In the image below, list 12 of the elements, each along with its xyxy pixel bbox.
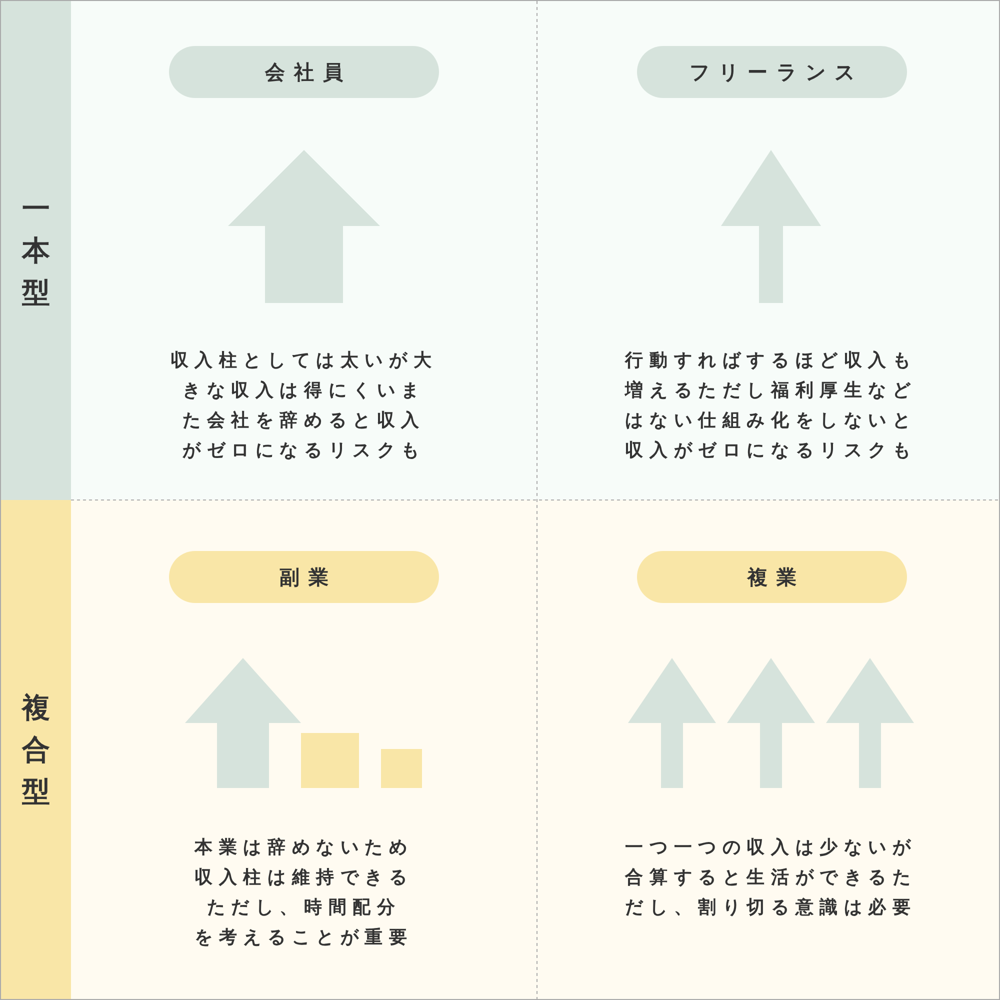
- description-text: 収入柱としては太いが大きな収入は得にくいまた会社を辞めると収入がゼロになるリスクも: [169, 349, 439, 463]
- description-text: 一つ一つの収入は少ないが合算すると生活ができるただし、割り切る意識は必要: [624, 836, 918, 920]
- category-pill: 副業: [169, 551, 439, 603]
- category-pill: 会社員: [169, 46, 439, 98]
- description-text: 本業は辞めないため収入柱は維持できるただし、時間配分を考えることが重要: [193, 836, 414, 950]
- row-header-band: [1, 1, 71, 500]
- row-header-text: 複合型: [20, 690, 51, 810]
- description-text: 行動すればするほど収入も増えるただし福利厚生などはない仕組み化をしないと収入がゼロになるリスクも: [624, 349, 918, 463]
- category-pill: フリーランス: [637, 46, 907, 98]
- row-header-band: [1, 500, 71, 999]
- row-header-text: 一本型: [20, 190, 51, 310]
- category-pill: 複業: [637, 551, 907, 603]
